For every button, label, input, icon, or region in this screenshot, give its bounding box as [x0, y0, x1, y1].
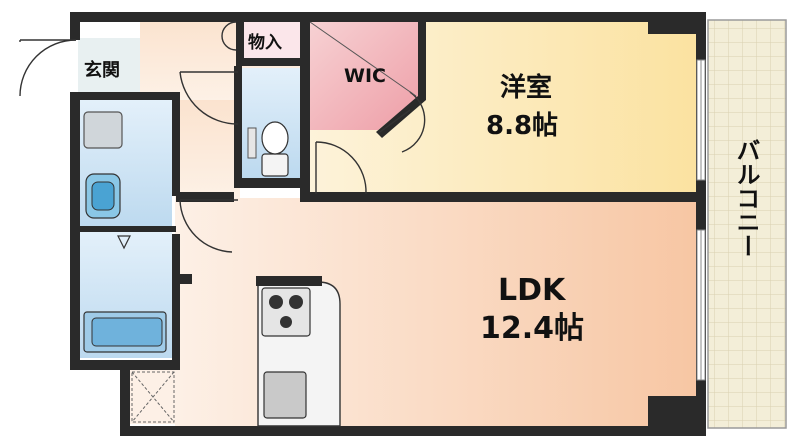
doors	[19, 21, 426, 253]
fixtures	[83, 21, 417, 427]
windows	[696, 59, 706, 381]
wic-label: WIC	[344, 65, 386, 87]
walls	[70, 12, 706, 436]
western-room-size: 8.8帖	[486, 111, 558, 141]
ldk-label: LDK	[498, 273, 567, 308]
western-room-label: 洋室	[500, 72, 552, 103]
storage-label: 物入	[248, 32, 282, 53]
genkan-label: 玄関	[84, 59, 120, 81]
balcony-label: バルコニー	[732, 138, 760, 258]
ldk-size: 12.4帖	[480, 311, 584, 346]
floors	[78, 20, 700, 428]
